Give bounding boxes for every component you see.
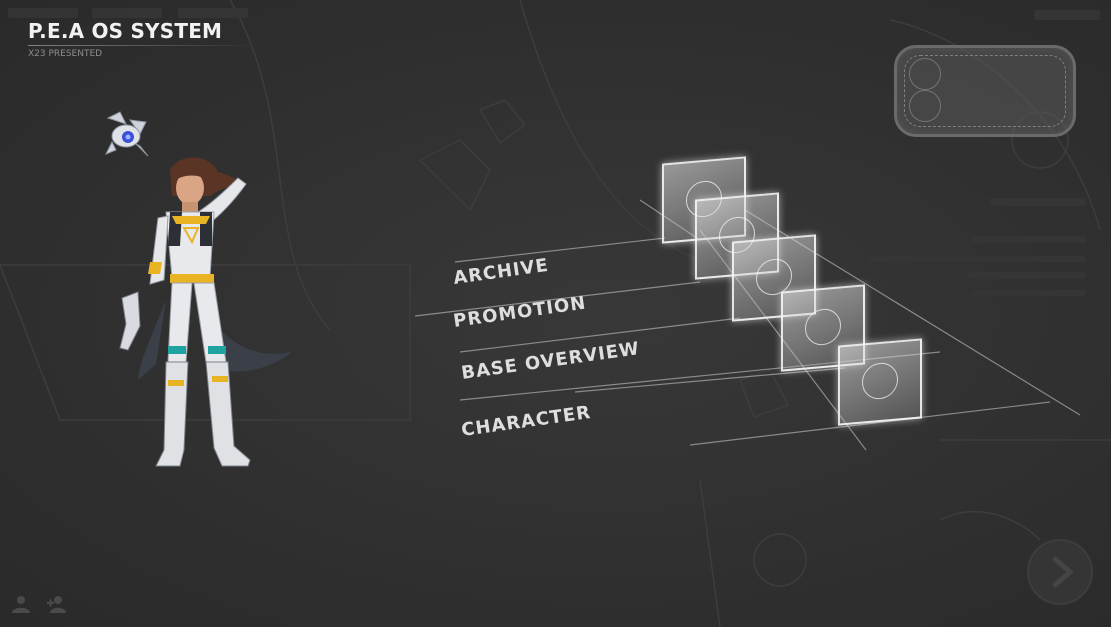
- character-portrait: [119, 157, 292, 467]
- drone-companion: [104, 111, 149, 157]
- add-user-icon[interactable]: [46, 594, 68, 614]
- menu-card-5[interactable]: [838, 338, 922, 426]
- next-arrow-icon[interactable]: [1024, 536, 1096, 608]
- page-subtitle: X23 PRESENTED: [28, 49, 103, 59]
- group-icon[interactable]: [10, 594, 32, 614]
- status-panel-frame: [904, 55, 1066, 127]
- title-divider: [28, 45, 260, 46]
- panel-slot-bottom: [909, 90, 941, 122]
- status-panel[interactable]: [894, 45, 1076, 137]
- page-title: P.E.A OS SYSTEM: [28, 19, 223, 43]
- card-ring: [805, 307, 841, 347]
- card-ring: [862, 361, 898, 401]
- panel-slot-top: [909, 58, 941, 90]
